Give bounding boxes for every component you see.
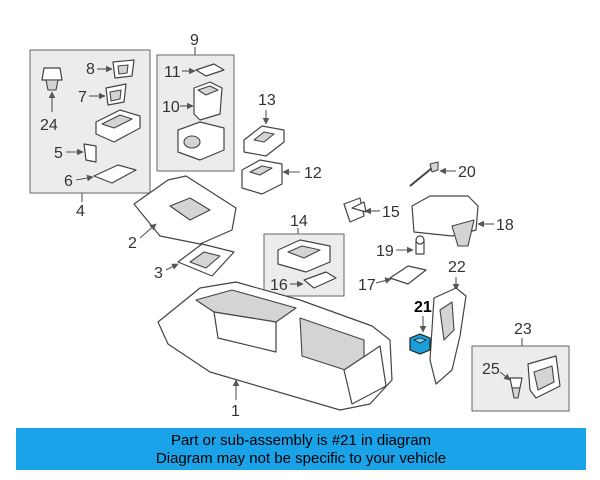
callout-24: 24 (40, 117, 58, 134)
part-12 (241, 159, 283, 195)
part-21-highlighted (409, 333, 431, 355)
leader-6 (75, 174, 94, 182)
part-22-panel (429, 287, 467, 385)
callout-8: 8 (86, 61, 95, 78)
part-14-bin (277, 239, 331, 273)
info-banner: Part or sub-assembly is #21 in diagram D… (16, 428, 586, 470)
callout-15: 15 (382, 204, 400, 221)
callout-2: 2 (128, 235, 137, 252)
callout-11: 11 (164, 64, 181, 81)
callout-22: 22 (448, 259, 466, 276)
part-8 (112, 59, 135, 79)
banner-line-1: Part or sub-assembly is #21 in diagram (170, 432, 432, 449)
callout-9: 9 (190, 32, 199, 49)
part-2-bezel (133, 175, 237, 245)
callout-6: 6 (64, 173, 73, 190)
part-6-mat (93, 164, 137, 184)
callout-21: 21 (414, 299, 432, 316)
part-7 (105, 83, 127, 106)
leader-3 (165, 263, 179, 271)
part-23-pocket (527, 355, 561, 399)
part-17-mat (389, 265, 427, 285)
part-16-mat (303, 271, 337, 289)
part-25-clip (509, 377, 523, 399)
leader-25 (499, 371, 511, 381)
callout-17: 17 (358, 277, 376, 294)
part-20-latch (409, 161, 439, 187)
part-cup-insert (177, 121, 225, 161)
part-15 (343, 197, 367, 223)
callout-23: 23 (514, 321, 532, 338)
callout-7: 7 (78, 89, 87, 106)
part-tray-insert (95, 109, 141, 143)
part-10-cupholder (193, 81, 223, 121)
part-3 (177, 243, 235, 277)
callout-14: 14 (290, 213, 308, 230)
callout-13: 13 (258, 92, 276, 109)
callout-25: 25 (482, 361, 500, 378)
part-18-armrest (411, 195, 479, 247)
callout-3: 3 (154, 265, 163, 282)
part-5 (83, 143, 97, 163)
leader-2 (139, 223, 157, 239)
callout-4: 4 (76, 203, 85, 220)
callout-18: 18 (496, 217, 514, 234)
callout-12: 12 (304, 165, 322, 182)
part-1-console (157, 281, 393, 411)
part-11 (195, 63, 225, 77)
callout-5: 5 (54, 145, 63, 162)
callout-1: 1 (231, 403, 240, 420)
leader-17 (375, 277, 392, 284)
part-19-clip (415, 235, 425, 255)
callout-19: 19 (376, 243, 394, 260)
callout-10: 10 (162, 99, 180, 116)
callout-20: 20 (458, 164, 476, 181)
part-24-clip (41, 67, 63, 91)
callout-16: 16 (270, 277, 288, 294)
banner-line-2: Diagram may not be specific to your vehi… (155, 450, 447, 467)
part-13 (243, 125, 285, 157)
